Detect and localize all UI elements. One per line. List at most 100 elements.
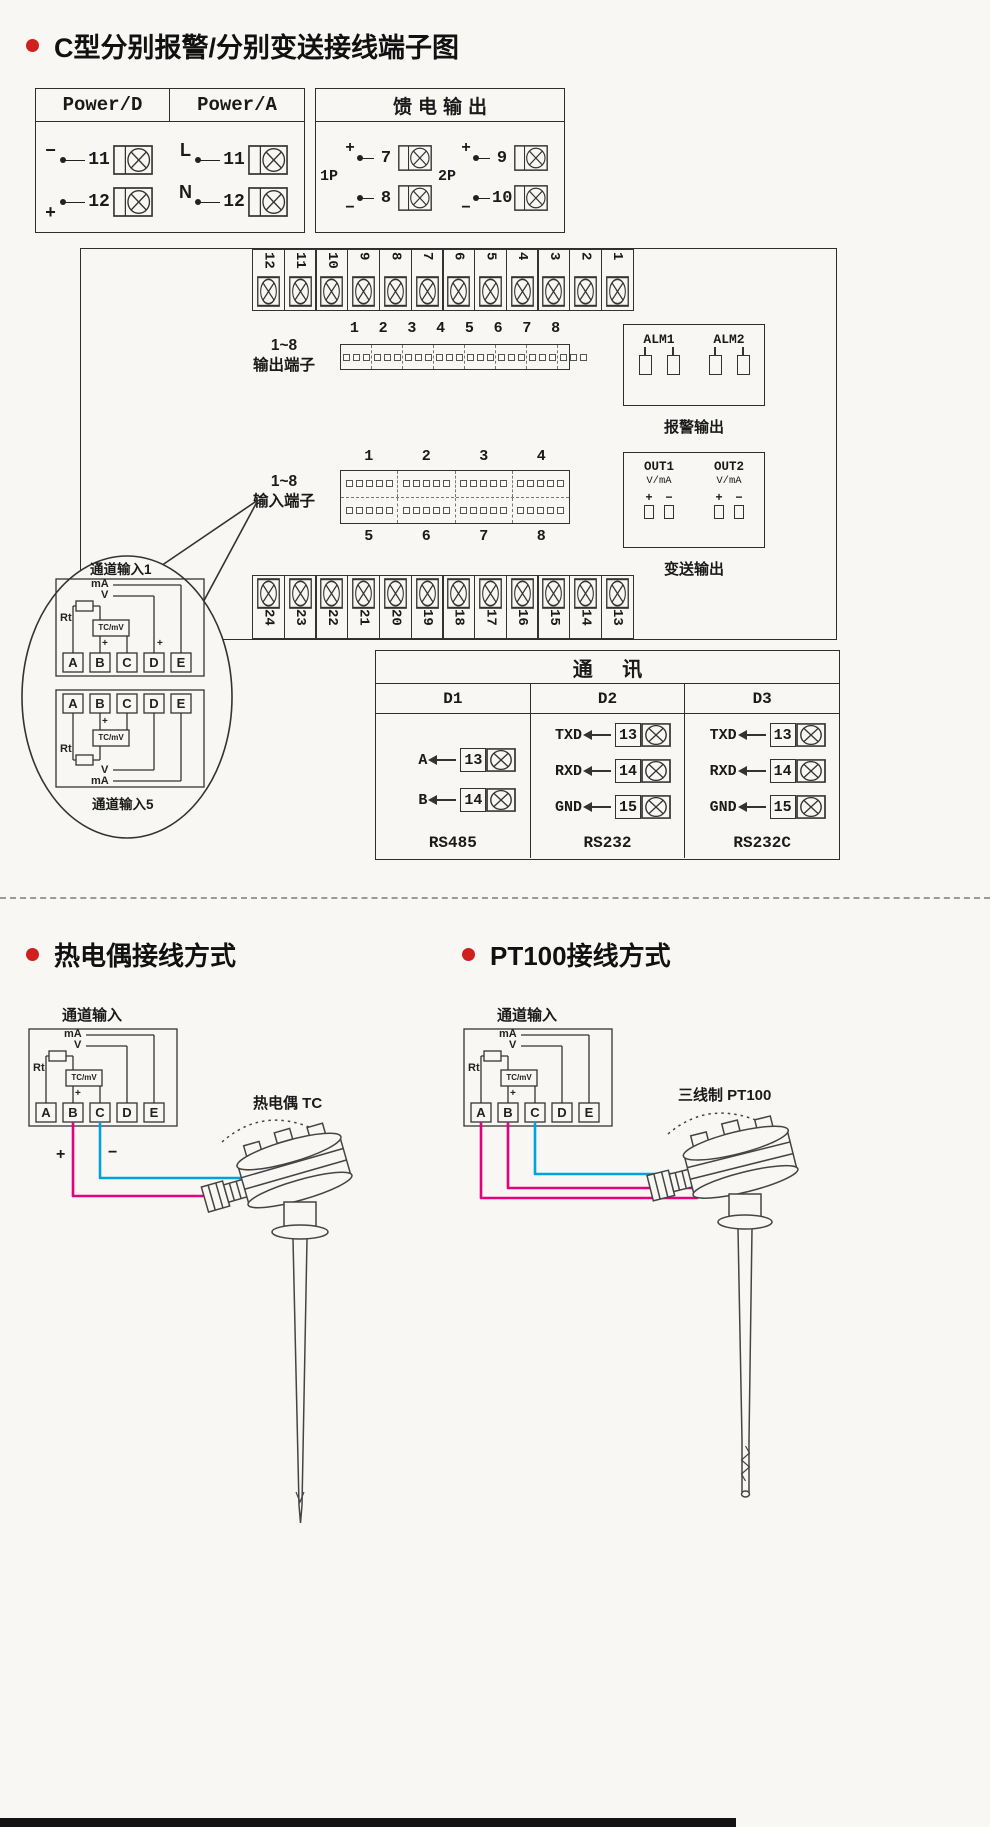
- signal-label: B: [418, 791, 428, 809]
- terminal-c: C: [122, 696, 132, 711]
- output-terminals-label: 1~8 输出端子: [228, 336, 340, 376]
- red-bullet-icon: [26, 39, 39, 52]
- label-line1: 1~8: [270, 473, 298, 490]
- terminal-cell: 24: [252, 575, 285, 639]
- screw-terminal-icon: [606, 578, 629, 609]
- terminal-number: 8: [380, 188, 392, 208]
- v-label: V: [101, 764, 109, 776]
- screw-terminal-icon: [542, 578, 565, 609]
- terminal-number: 14: [615, 759, 641, 783]
- screw-terminal-icon: [320, 578, 343, 609]
- output-number: 5: [464, 320, 474, 337]
- output-number: 3: [407, 320, 417, 337]
- pt-wire-b: [506, 1122, 716, 1190]
- pin: [643, 505, 654, 519]
- left-arrow-icon: [583, 802, 611, 811]
- left-arrow-icon: [428, 795, 457, 804]
- terminal-number: 10: [323, 252, 340, 269]
- tc-mv-label: TC/mV: [71, 1073, 97, 1082]
- screw-terminal-icon: [796, 795, 826, 819]
- feed-terminal-10: − 10: [460, 182, 548, 216]
- terminal-number: 12: [223, 192, 245, 212]
- wire-stub: [195, 156, 220, 163]
- left-arrow-icon: [737, 802, 766, 811]
- screw-terminal-icon: [289, 578, 312, 609]
- terminal-number: 18: [450, 609, 467, 626]
- terminal-cell: 9: [347, 249, 381, 311]
- screw-terminal-icon: [486, 748, 516, 772]
- left-arrow-icon: [737, 730, 766, 739]
- left-arrow-icon: [583, 766, 611, 775]
- tc-title-row: 热电偶接线方式: [26, 936, 236, 973]
- terminal-d: D: [122, 1105, 132, 1120]
- output-number: 8: [551, 320, 561, 337]
- terminal-number: 3: [545, 252, 562, 261]
- label-line2: 输入端子: [252, 493, 315, 510]
- pt100-probe: [646, 1112, 799, 1498]
- terminal-cell: 23: [283, 575, 317, 639]
- alarm-output-box: ALM1 ALM2: [623, 324, 765, 406]
- alarm-caption: 报警输出: [663, 419, 724, 436]
- terminal-cell: 17: [473, 575, 507, 639]
- screw-terminal-icon: [352, 578, 375, 609]
- left-arrow-icon: [428, 755, 457, 764]
- out2-label: OUT2: [713, 460, 744, 474]
- screw-terminal-icon: [352, 276, 375, 307]
- input-number: 5: [364, 528, 374, 545]
- out1-label: OUT1: [643, 460, 674, 474]
- main-terminal-box: [80, 248, 837, 640]
- terminal-number: 24: [260, 609, 277, 626]
- plus-sign: +: [102, 638, 108, 649]
- screw-terminal-icon: [796, 759, 826, 783]
- output-connector: [340, 344, 587, 370]
- communication-table: 通 讯 D1 A 13 B 14: [375, 650, 840, 860]
- terminal-number: 22: [323, 609, 340, 626]
- tc-mv-label: TC/mV: [98, 623, 124, 632]
- sign-label: −: [345, 199, 355, 216]
- terminal-number: 9: [355, 252, 372, 261]
- comm-col-d3: D3 TXD 13 RXD 14 GND: [684, 684, 840, 858]
- terminal-d: D: [557, 1105, 567, 1120]
- terminal-number: 15: [769, 795, 796, 819]
- screw-terminal-icon: [447, 276, 470, 307]
- terminal-cell: 12: [252, 249, 285, 311]
- screw-terminal-icon: [416, 578, 439, 609]
- alm2-contacts: [708, 347, 750, 375]
- terminal-number: 13: [609, 609, 626, 626]
- flex-wire-arc: [221, 1119, 321, 1143]
- d3-header: D3: [685, 684, 840, 714]
- terminal-a: A: [68, 655, 78, 670]
- terminal-d: D: [149, 655, 159, 670]
- terminal-cell: 1: [600, 249, 634, 311]
- terminal-cell: 16: [505, 575, 539, 639]
- label-line1: 1~8: [270, 337, 298, 354]
- output-number: 1: [349, 320, 359, 337]
- terminal-number: 13: [769, 723, 796, 747]
- input-number: 6: [421, 528, 431, 545]
- screw-terminal-icon: [384, 578, 407, 609]
- sign-label: +: [45, 201, 56, 222]
- pt100-section-title: PT100接线方式: [490, 941, 671, 971]
- plus-sign: +: [645, 490, 653, 504]
- terminal-number: 6: [450, 252, 467, 261]
- screw-terminal-icon: [257, 276, 280, 307]
- pt-probe-label: 三线制 PT100: [678, 1087, 772, 1104]
- terminal-cell: 14: [569, 575, 603, 639]
- thermocouple-probe: [200, 1119, 353, 1524]
- screw-terminal-icon: [796, 723, 826, 747]
- signal-label: RXD: [709, 762, 737, 780]
- wire-stub: [357, 154, 374, 161]
- terminal-number: 5: [482, 252, 499, 261]
- group-1p-label: 1P: [320, 168, 339, 185]
- terminal-number: 13: [460, 748, 487, 772]
- terminal-cell: 22: [315, 575, 349, 639]
- comm-row: GND 15: [699, 795, 826, 819]
- terminal-cell: 7: [410, 249, 444, 311]
- terminal-cell: 18: [442, 575, 476, 639]
- screw-terminal-icon: [479, 578, 502, 609]
- output-number: 7: [522, 320, 532, 337]
- terminal-c: C: [530, 1105, 540, 1120]
- terminal-cell: 3: [537, 249, 571, 311]
- left-arrow-icon: [583, 730, 611, 739]
